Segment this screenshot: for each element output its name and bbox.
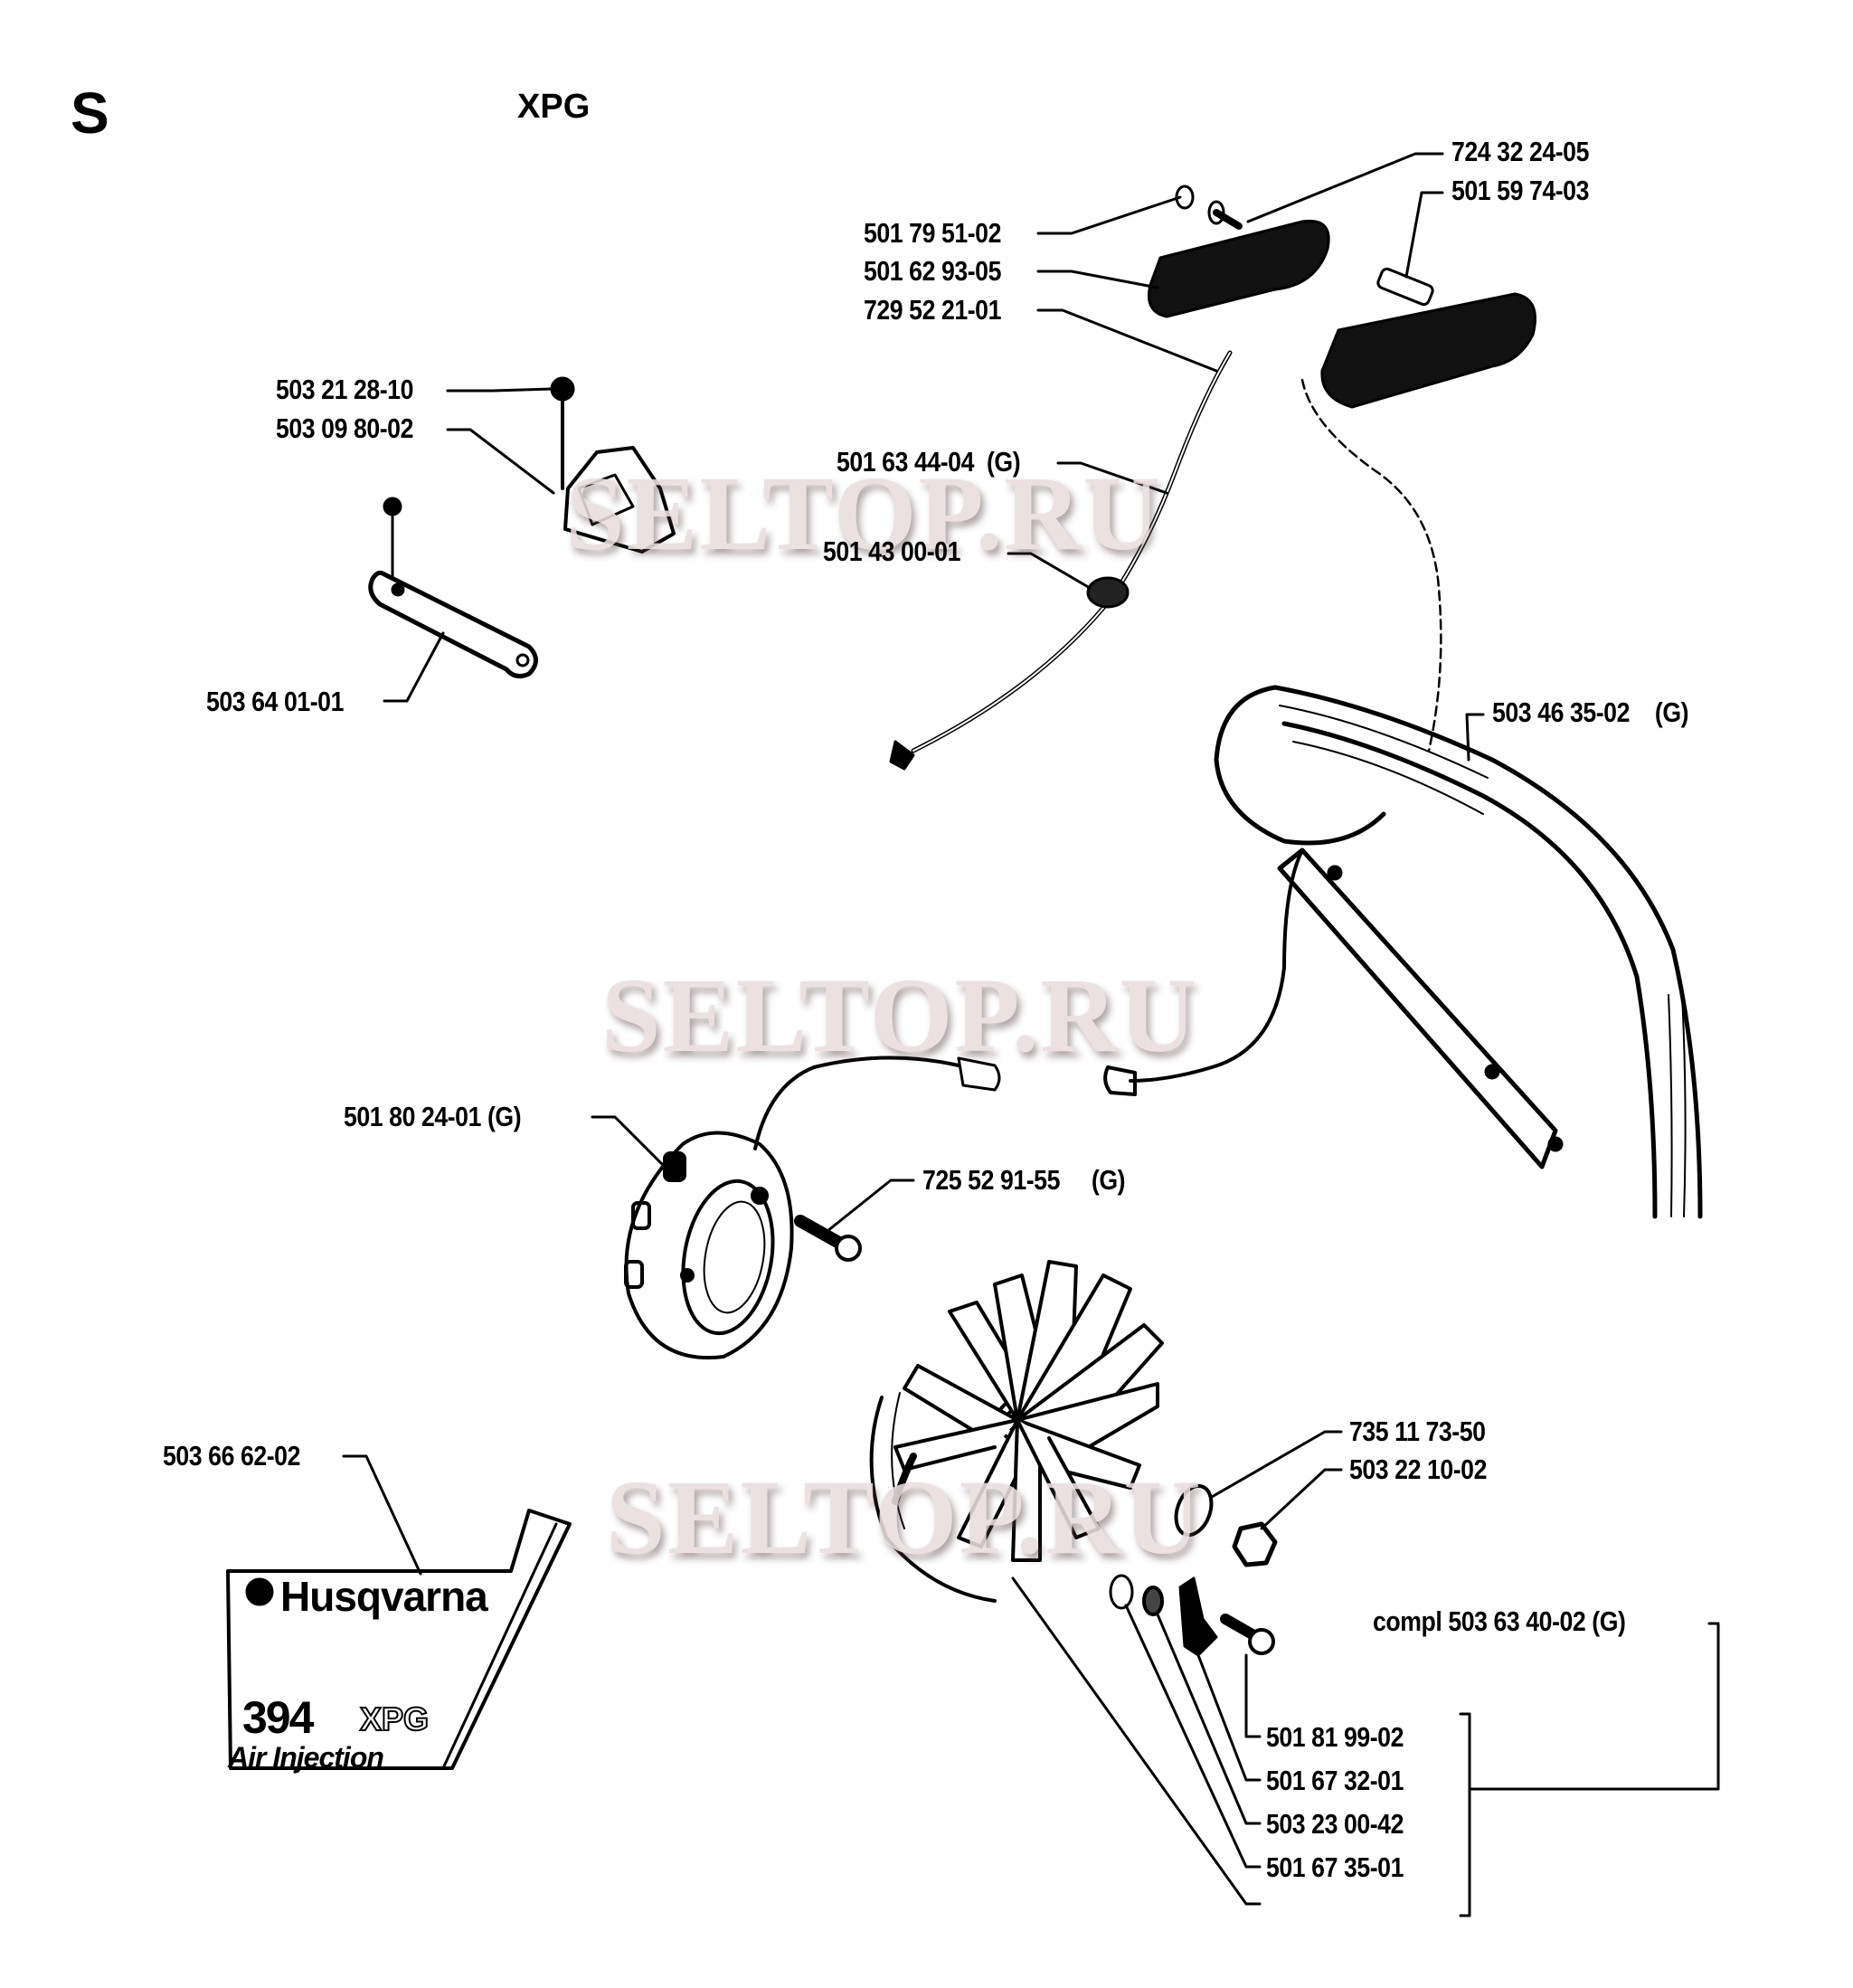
handle-grip-upper: [1148, 219, 1330, 318]
part-label-501-80-24-01[interactable]: 501 80 24-01 (G): [344, 1101, 522, 1132]
decal-outline: [226, 1509, 572, 1770]
screw-icon: [835, 1235, 862, 1262]
part-label-503-64-01-01[interactable]: 503 64 01-01: [206, 686, 344, 717]
g-marker: (G): [1592, 1605, 1626, 1637]
pin-icon: [1376, 267, 1434, 307]
g-marker: (G): [487, 1101, 522, 1132]
part-label-503-23-00-42[interactable]: 503 23 00-42: [1266, 1808, 1404, 1840]
part-label-501-59-74-03[interactable]: 501 59 74-03: [1451, 175, 1589, 206]
part-label-compl-503-63-40-02[interactable]: compl 503 63 40-02 (G): [1373, 1605, 1626, 1637]
screw-icon: [1248, 1628, 1275, 1655]
decal-model-number: 394: [242, 1692, 314, 1743]
part-label-725-52-91-55[interactable]: 725 52 91-55 (G): [922, 1164, 1126, 1196]
part-label-501-62-93-05[interactable]: 501 62 93-05: [864, 255, 1001, 287]
strap-icon: [368, 570, 538, 679]
decal-model-suffix: XPG: [359, 1699, 430, 1738]
decal-brand: Husqvarna: [280, 1573, 488, 1620]
part-label-503-66-62-02[interactable]: 503 66 62-02: [163, 1440, 300, 1472]
part-label-503-22-10-02[interactable]: 503 22 10-02: [1349, 1453, 1487, 1485]
g-marker: (G): [1091, 1164, 1126, 1196]
husqvarna-logo-icon: [245, 1577, 274, 1606]
washer-icon: [1174, 1483, 1214, 1538]
part-label-503-21-28-10[interactable]: 503 21 28-10: [276, 374, 413, 405]
washer-small-icon: [1142, 1586, 1164, 1616]
part-label-501-43-00-01[interactable]: 501 43 00-01: [823, 535, 960, 567]
part-label-735-11-73-50[interactable]: 735 11 73-50: [1349, 1415, 1486, 1447]
part-label-503-46-35-02[interactable]: 503 46 35-02 (G): [1492, 696, 1689, 728]
part-label-501-63-44-04[interactable]: 501 63 44-04 (G): [837, 446, 1021, 478]
part-label-501-81-99-02[interactable]: 501 81 99-02: [1266, 1721, 1404, 1753]
model-heading: XPG: [517, 88, 591, 126]
part-label-724-32-24-05[interactable]: 724 32 24-05: [1451, 136, 1589, 167]
bracket-icon: [563, 446, 676, 554]
part-label-503-09-80-02[interactable]: 503 09 80-02: [276, 412, 413, 444]
pawl-icon: [1178, 1576, 1218, 1657]
part-label-501-79-51-02[interactable]: 501 79 51-02: [864, 217, 1001, 249]
connector-icon: [957, 1056, 1001, 1092]
ignition-module: [624, 1131, 794, 1360]
handle-grip-lower: [1320, 292, 1536, 409]
part-label-501-67-32-01[interactable]: 501 67 32-01: [1266, 1765, 1404, 1796]
g-marker: (G): [986, 446, 1021, 478]
spring-icon: [1109, 1574, 1134, 1610]
front-handle: [1214, 685, 1703, 1219]
screw-icon: [1207, 200, 1225, 225]
flywheel: [869, 1260, 1164, 1603]
decal-subtitle: Air Injection: [228, 1741, 384, 1774]
part-label-501-67-35-01[interactable]: 501 67 35-01: [1266, 1851, 1404, 1883]
grommet-icon: [1086, 576, 1130, 609]
nut-icon: [1232, 1521, 1278, 1567]
g-marker: (G): [1654, 696, 1689, 728]
section-letter: S: [71, 80, 109, 146]
connector-icon: [1103, 1065, 1137, 1096]
part-label-729-52-21-01[interactable]: 729 52 21-01: [864, 294, 1001, 326]
